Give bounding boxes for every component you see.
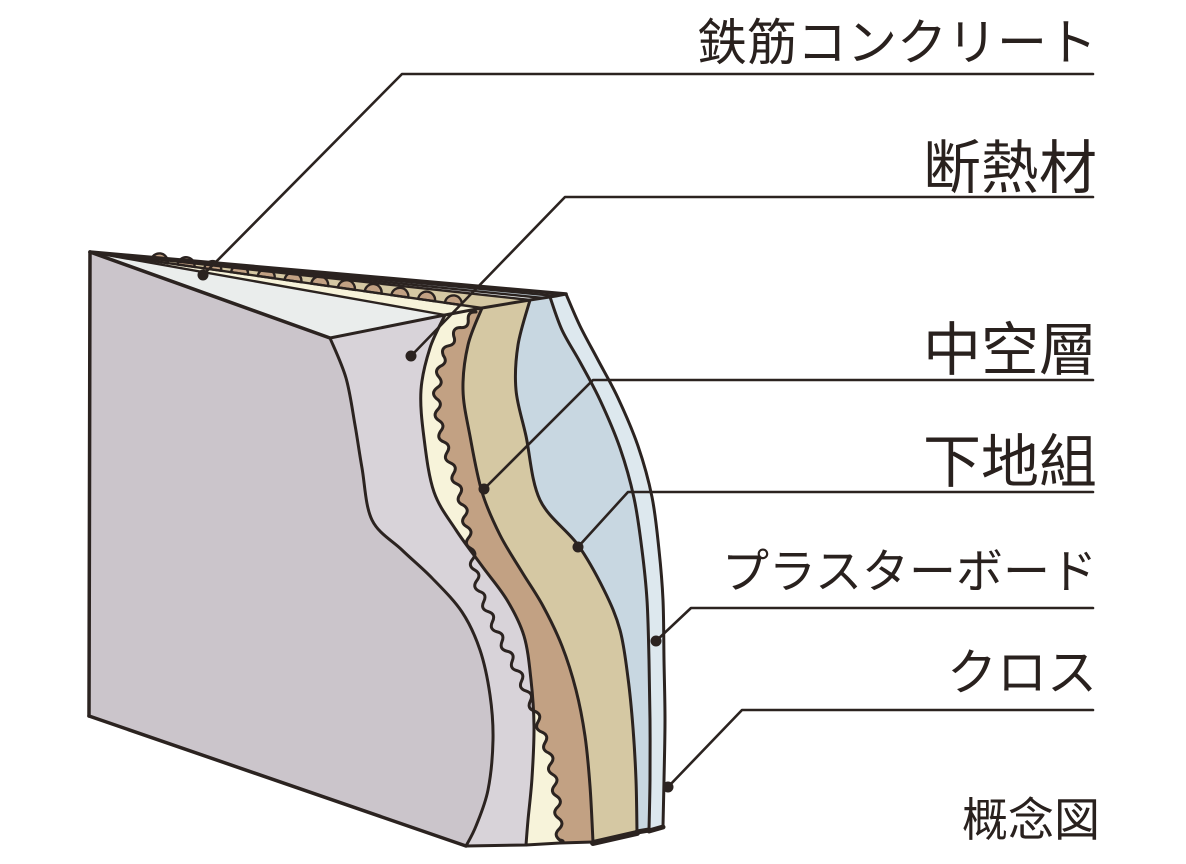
- top-face-concrete-strip: [90, 252, 445, 338]
- caption-conceptual-diagram: 概念図: [962, 793, 1100, 847]
- top-face-strip-line: [88, 250, 484, 310]
- label-plasterboard: プラスターボード: [722, 545, 1097, 600]
- edge-framing-board: [513, 298, 639, 834]
- leader-dot-insulation: [405, 350, 417, 362]
- label-insulation: 断熱材: [923, 134, 1097, 202]
- leader-dot-base-framing: [572, 541, 584, 553]
- edge-board-seam: [548, 295, 652, 832]
- label-cloth: クロス: [947, 644, 1097, 702]
- front-top-edge: [88, 250, 332, 340]
- plasterboard-layer-region: [515, 297, 651, 832]
- concrete-cut-face: [330, 315, 535, 846]
- leader-dot-plasterboard: [650, 635, 662, 647]
- label-reinforced-concrete: 鉄筋コンクリート: [697, 14, 1097, 72]
- label-air-gap: 中空層: [923, 316, 1097, 384]
- bottom-front-edge: [87, 714, 468, 848]
- concrete-front-face: [89, 252, 494, 846]
- rear-top-edge: [88, 250, 568, 296]
- leader-dot-air-gap: [478, 483, 490, 495]
- leader-line-cloth: [666, 708, 1095, 789]
- edge-airgap-framing: [461, 306, 595, 844]
- edge-concrete-cut: [328, 336, 495, 848]
- air-gap-layer-region: [433, 308, 593, 843]
- framing-bottom-foot: [590, 830, 640, 846]
- leader-line-air-gap: [482, 378, 1095, 491]
- leader-line-base-framing: [576, 490, 1095, 549]
- leader-dot-cloth: [662, 781, 674, 793]
- edge-cut-insulation: [419, 313, 536, 847]
- leader-line-insulation: [409, 195, 1095, 358]
- leader-dot-reinforced-concrete: [197, 269, 209, 281]
- left-edge: [87, 250, 92, 718]
- label-group: 鉄筋コンクリート 断熱材 中空層 下地組 プラスターボード クロス 概念図: [697, 14, 1100, 847]
- cloth-bottom-foot: [646, 824, 666, 834]
- leader-line-reinforced-concrete: [201, 72, 1095, 277]
- cloth-layer-region: [550, 294, 665, 830]
- framing-layer-region: [462, 300, 637, 842]
- edge-cloth-outer: [564, 292, 667, 828]
- leader-line-plasterboard: [654, 606, 1095, 643]
- top-face-insulation-strip: [90, 252, 482, 315]
- edge-insulation-wave: [432, 310, 565, 845]
- top-face-strip-line: [88, 250, 447, 317]
- label-base-framing: 下地組: [923, 428, 1097, 496]
- bottom-cut-edge: [464, 840, 595, 848]
